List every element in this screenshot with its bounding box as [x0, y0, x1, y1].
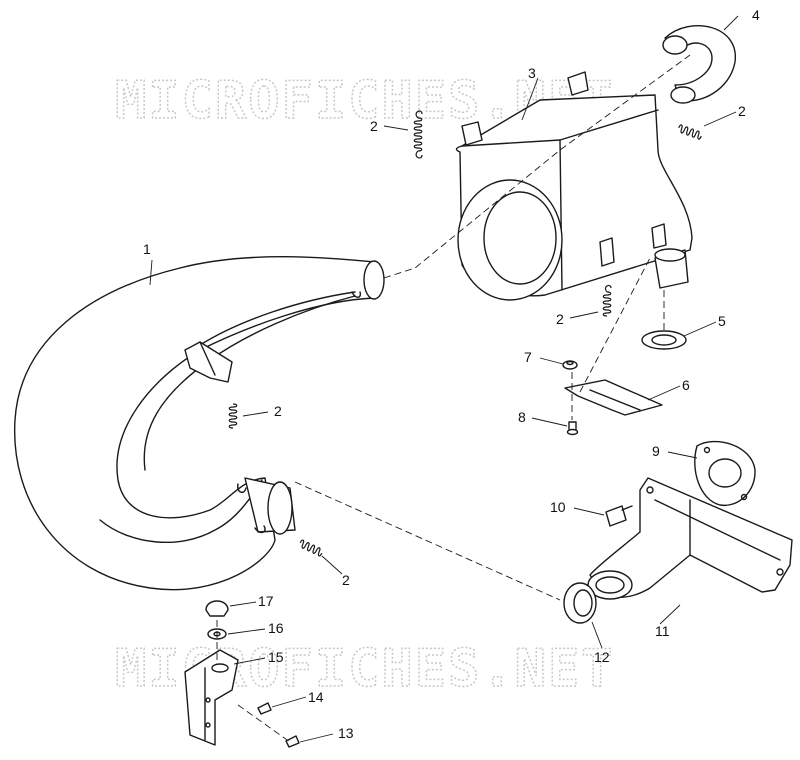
- bolt-part-8: [566, 421, 579, 436]
- callout-3: 3: [528, 65, 536, 81]
- y-manifold-part-11: [587, 477, 793, 600]
- exhaust-pipe-part-1: [13, 256, 385, 591]
- callout-4: 4: [752, 7, 760, 23]
- callout-13: 13: [338, 725, 354, 741]
- spring-part-2-b: [678, 124, 702, 140]
- plate-part-6: [564, 379, 663, 416]
- outlet-stub-part-5: [641, 248, 689, 350]
- spring-part-2-d: [228, 403, 238, 429]
- tailpipe-elbow-part-4: [662, 25, 736, 104]
- callout-15: 15: [268, 649, 284, 665]
- bolt-part-10: [605, 505, 633, 527]
- callout-12: 12: [594, 649, 610, 665]
- callout-17: 17: [258, 593, 274, 609]
- callout-9: 9: [652, 443, 660, 459]
- leader-lines: [149, 15, 739, 743]
- assembly-line-pipe-to-muffler: [383, 54, 691, 279]
- callout-10: 10: [550, 499, 566, 515]
- screw-part-14: [257, 702, 272, 715]
- screw-part-13: [285, 735, 300, 748]
- spring-part-2-e: [299, 539, 323, 557]
- spring-part-2-a: [413, 110, 423, 159]
- callout-2-top: 2: [370, 118, 378, 134]
- callout-6: 6: [682, 377, 690, 393]
- mount-bracket-part-15: [184, 649, 239, 746]
- callout-11: 11: [655, 623, 670, 639]
- seal-ring-part-12: [563, 582, 597, 624]
- rubber-cap-part-17: [205, 600, 229, 617]
- callout-2-mid: 2: [556, 311, 564, 327]
- nut-part-7: [562, 360, 578, 370]
- callout-2-pipe: 2: [274, 403, 282, 419]
- callout-2-bottom: 2: [342, 572, 350, 588]
- gasket-part-9: [694, 440, 756, 507]
- callout-8: 8: [518, 409, 526, 425]
- spring-part-2-c: [602, 284, 612, 317]
- callout-14: 14: [308, 689, 324, 705]
- callout-2-right: 2: [738, 103, 746, 119]
- assembly-line-pipe-to-manifold: [294, 481, 561, 601]
- assembly-line-plate: [579, 257, 651, 393]
- muffler-part-3: [455, 71, 693, 301]
- callout-7: 7: [524, 349, 532, 365]
- callout-16: 16: [268, 620, 284, 636]
- callout-1: 1: [143, 241, 151, 257]
- callout-5: 5: [718, 313, 726, 329]
- callout-labels: 1 2 2 2 2 2 3 4 5 6 7 8 9 10 11 12 13 14…: [143, 7, 760, 741]
